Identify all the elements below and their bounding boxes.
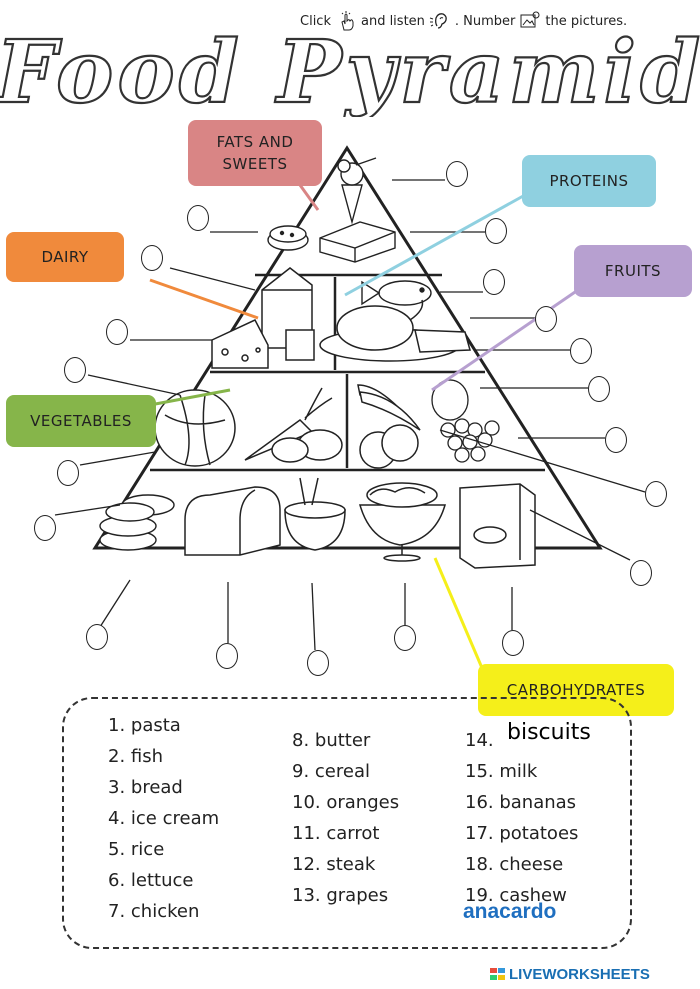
label-vegetables: VEGETABLES: [6, 395, 156, 447]
word-item: 3. bread: [108, 777, 183, 798]
answer-circle[interactable]: [187, 205, 209, 231]
pasta-bowl-drawing: [359, 482, 446, 562]
word-item: 13. grapes: [292, 885, 389, 906]
answer-circle[interactable]: [645, 481, 667, 507]
answer-circle[interactable]: [57, 460, 79, 486]
carrot-potato-drawing: [244, 387, 343, 463]
carbohydrates-pointer-line: [433, 557, 487, 676]
bananas-oranges-drawing: [357, 384, 421, 469]
word-item: 6. lettuce: [108, 870, 194, 891]
answer-circle[interactable]: [570, 338, 592, 364]
word-item: 17. potatoes: [465, 823, 579, 844]
word-item: 18. cheese: [465, 854, 564, 875]
word-list-column-3: 14. 15. milk 16. bananas 17. potatoes 18…: [465, 725, 578, 911]
answer-circle[interactable]: [34, 515, 56, 541]
picture-sticker-icon: [520, 11, 540, 28]
answer-circle[interactable]: [483, 269, 505, 295]
proteins-pointer-line: [344, 193, 526, 297]
word-item: 10. oranges: [292, 792, 400, 813]
instruction-listen: and listen: [360, 13, 425, 29]
word-item: 16. bananas: [465, 792, 577, 813]
butter-drawing: [319, 221, 396, 263]
pointer-hand-icon: [341, 11, 354, 31]
answer-circle[interactable]: [307, 650, 329, 676]
word-item: 1. pasta: [108, 715, 181, 736]
biscuits-drawing: [99, 494, 175, 551]
word-item: 14.: [465, 730, 494, 751]
instruction-pictures: the pictures.: [545, 13, 628, 29]
milk-carton-drawing: [261, 267, 315, 361]
answer-circle[interactable]: [394, 625, 416, 651]
label-carbohydrates: CARBOHYDRATES: [478, 664, 674, 716]
instruction-number: . Number: [454, 13, 516, 29]
word-item: 15. milk: [465, 761, 538, 782]
label-fats-and-sweets: FATS AND SWEETS: [188, 120, 322, 186]
liveworksheets-brand[interactable]: LIVEWORKSHEETS: [490, 966, 650, 983]
cookie-drawing: [267, 225, 309, 251]
vegetables-pointer-line: [149, 388, 231, 407]
word-item: 8. butter: [292, 730, 371, 751]
label-fruits: FRUITS: [574, 245, 692, 297]
dairy-pointer-line: [149, 278, 259, 320]
cereal-box-drawing: [459, 483, 536, 569]
ear-icon: [429, 13, 447, 29]
grapes-apple-drawing: [431, 379, 500, 463]
word-item: 19. cashew: [465, 885, 567, 906]
chicken-drawing: [319, 299, 471, 362]
liveworksheets-logo-icon: [490, 968, 505, 980]
instructions: Click and listen . Number the pictures.: [300, 10, 627, 32]
answer-circle[interactable]: [502, 630, 524, 656]
answer-circle[interactable]: [485, 218, 507, 244]
answer-circle[interactable]: [588, 376, 610, 402]
answer-circle[interactable]: [535, 306, 557, 332]
brand-name: LIVEWORKSHEETS: [509, 966, 650, 983]
word-list-column-1: 1. pasta 2. fish 3. bread 4. ice cream 5…: [108, 710, 219, 927]
answer-circle[interactable]: [446, 161, 468, 187]
instruction-click: Click: [300, 13, 331, 29]
page-title-graphic: Food Pyramid: [0, 22, 700, 117]
fish-drawing: [361, 280, 432, 306]
answer-circle[interactable]: [64, 357, 86, 383]
answer-circle[interactable]: [106, 319, 128, 345]
word-list-column-2: 8. butter 9. cereal 10. oranges 11. carr…: [292, 725, 399, 911]
word-item: 4. ice cream: [108, 808, 220, 829]
word-list-box: [62, 697, 632, 949]
word-item: 5. rice: [108, 839, 165, 860]
word-item: 12. steak: [292, 854, 376, 875]
word-item: 9. cereal: [292, 761, 370, 782]
fats-pointer-line: [298, 184, 320, 211]
label-dairy: DAIRY: [6, 232, 124, 282]
answer-circle[interactable]: [630, 560, 652, 586]
rice-bowl-drawing: [284, 477, 346, 551]
ice-cream-drawing: [337, 157, 377, 225]
word-biscuits: biscuits: [507, 720, 591, 745]
word-item: 7. chicken: [108, 901, 200, 922]
answer-circle[interactable]: [141, 245, 163, 271]
answer-circle[interactable]: [216, 643, 238, 669]
fruits-pointer-line: [431, 288, 579, 392]
answer-circle[interactable]: [86, 624, 108, 650]
connector-lines: [54, 179, 646, 651]
word-item: 11. carrot: [292, 823, 380, 844]
label-proteins: PROTEINS: [522, 155, 656, 207]
word-anacardo-translation: anacardo: [463, 900, 557, 923]
bread-drawing: [184, 486, 281, 556]
page-title: Food Pyramid: [0, 22, 700, 117]
cheese-drawing: [211, 319, 269, 369]
word-item: 2. fish: [108, 746, 164, 767]
answer-circle[interactable]: [605, 427, 627, 453]
